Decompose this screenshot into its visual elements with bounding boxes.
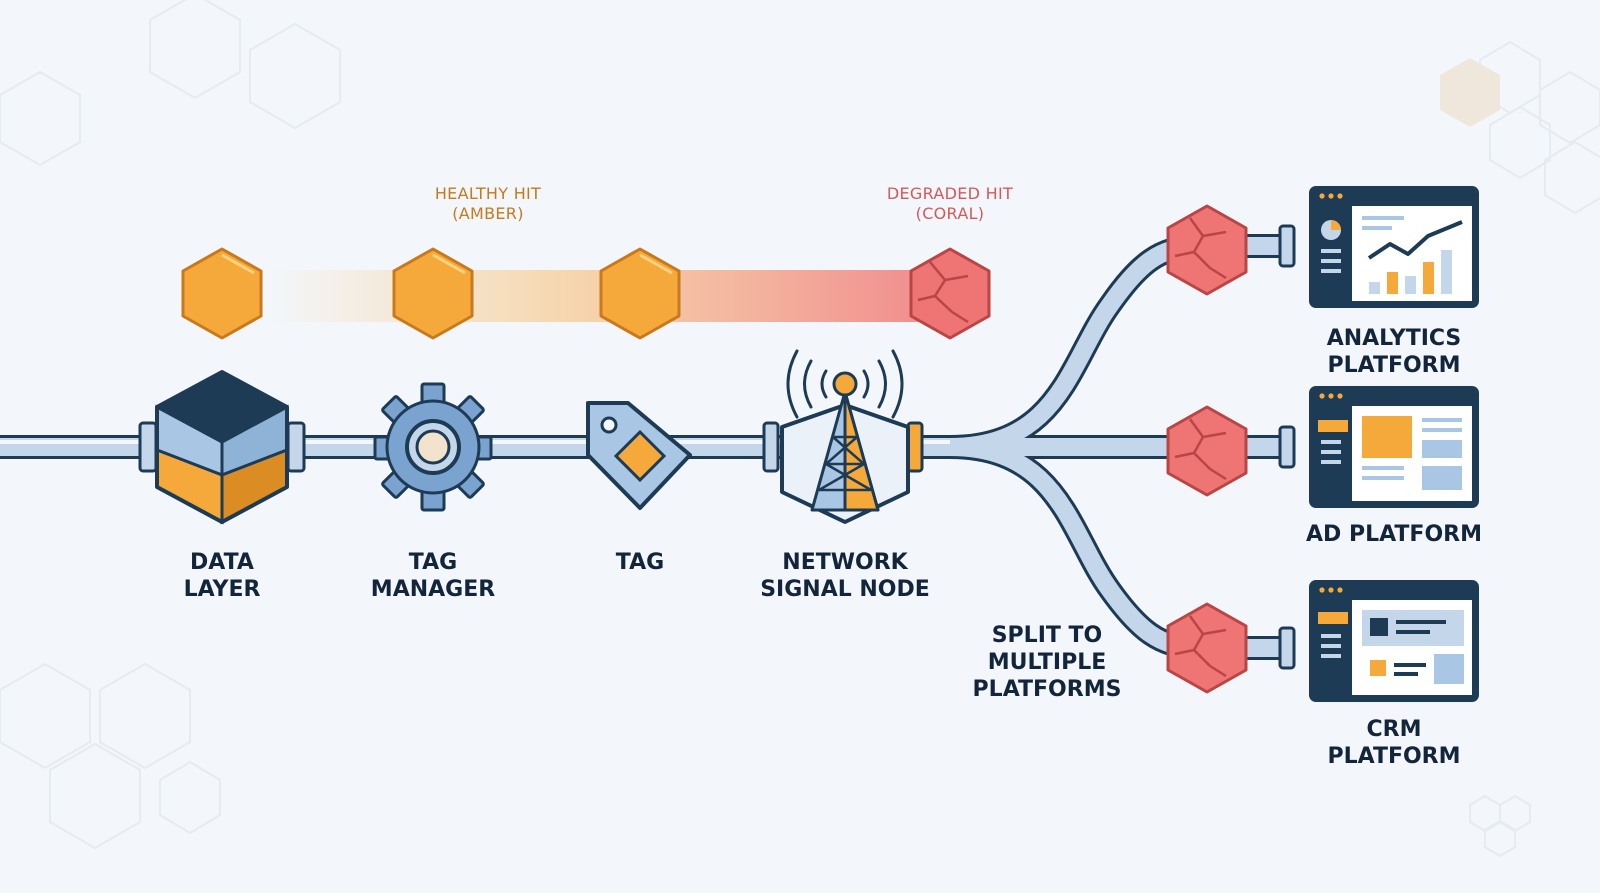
crm-dashboard-icon — [1309, 580, 1479, 702]
amber-hit-3 — [599, 247, 681, 340]
node-label-data-layer: DATA LAYER — [183, 550, 261, 602]
healthy-hit-label: HEALTHY HIT (AMBER) — [434, 184, 542, 223]
coral-hit-degraded — [909, 247, 991, 340]
signal-tower-icon — [762, 349, 924, 524]
platform-label-ad: AD PLATFORM — [1306, 522, 1482, 547]
cube-icon — [138, 370, 306, 525]
ad-dashboard-icon — [1309, 386, 1479, 508]
gear-icon — [373, 382, 493, 512]
split-label: SPLIT TO MULTIPLE PLATFORMS — [972, 623, 1122, 702]
background-hexagons — [0, 0, 1600, 858]
platform-label-crm: CRM PLATFORM — [1327, 717, 1461, 769]
coral-hit-analytics — [1166, 204, 1248, 296]
background-hexagon-filled — [1440, 58, 1500, 127]
amber-hit-2 — [392, 247, 474, 340]
coral-hit-ad — [1166, 405, 1248, 497]
node-label-tag-manager: TAG MANAGER — [370, 550, 496, 602]
node-label-tag: TAG — [615, 550, 665, 575]
coral-hit-crm — [1166, 602, 1248, 694]
tag-icon — [586, 401, 692, 510]
amber-hit-1 — [181, 247, 263, 340]
degraded-hit-label: DEGRADED HIT (CORAL) — [886, 184, 1014, 223]
node-label-network-signal-node: NETWORK SIGNAL NODE — [760, 550, 930, 602]
analytics-dashboard-icon — [1309, 186, 1479, 308]
platform-label-analytics: ANALYTICS PLATFORM — [1326, 326, 1462, 378]
